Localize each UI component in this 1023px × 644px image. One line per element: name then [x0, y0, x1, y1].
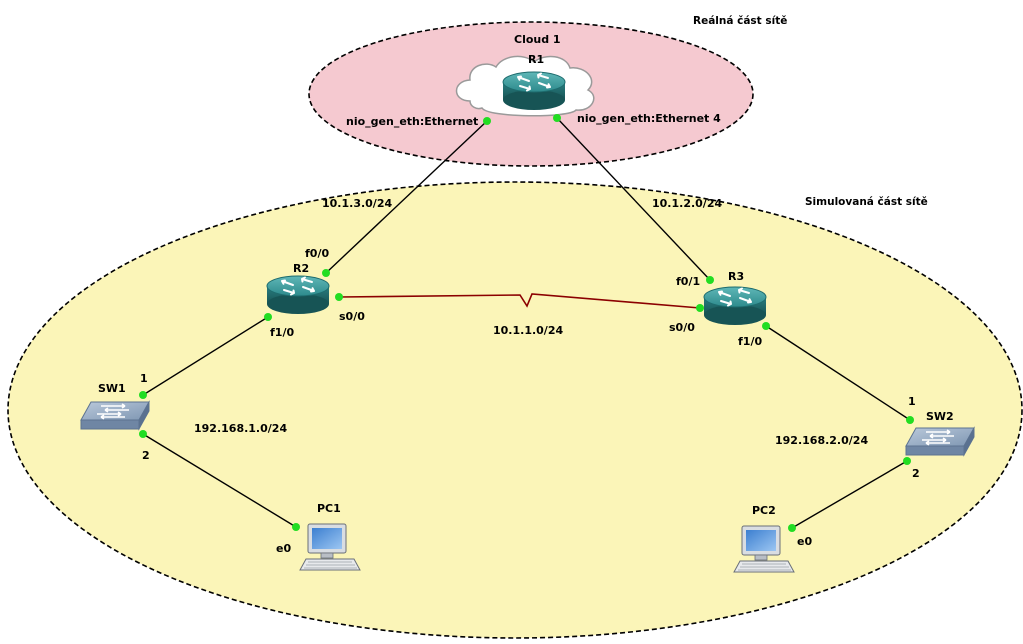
sw1-port2-label: 2 — [142, 449, 150, 462]
router-icon[interactable] — [502, 71, 566, 111]
port-dot[interactable] — [903, 457, 911, 465]
r2-s00-label: s0/0 — [339, 310, 365, 323]
link-r2-r3-serial[interactable] — [338, 293, 701, 309]
sw2-port2-label: 2 — [912, 467, 920, 480]
network-label: 10.1.3.0/24 — [322, 197, 392, 210]
sw1-label: SW1 — [98, 382, 126, 395]
pc1-label: PC1 — [317, 502, 341, 515]
network-label: 10.1.2.0/24 — [652, 197, 722, 210]
r2-f00-label: f0/0 — [305, 247, 329, 260]
router-icon[interactable] — [703, 286, 767, 326]
r3-label: R3 — [728, 270, 744, 283]
port-dot[interactable] — [788, 524, 796, 532]
simulated-zone-label: Simulovaná část sítě — [805, 196, 928, 208]
router-icon[interactable] — [266, 275, 330, 315]
sw2-label: SW2 — [926, 410, 954, 423]
port-dot[interactable] — [292, 523, 300, 531]
cloud-label: Cloud 1 — [514, 33, 561, 46]
port-dot[interactable] — [553, 114, 561, 122]
switch-icon[interactable] — [80, 401, 150, 430]
link-r1-r3[interactable] — [556, 117, 711, 281]
port-dot[interactable] — [762, 322, 770, 330]
network-label: 10.1.1.0/24 — [493, 324, 563, 337]
r2-label: R2 — [293, 262, 309, 275]
link-sw2-pc2[interactable] — [791, 460, 908, 529]
sw1-port1-label: 1 — [140, 372, 148, 385]
real-zone-label: Reálná část sítě — [693, 15, 787, 27]
port-dot[interactable] — [139, 430, 147, 438]
port-dots — [139, 114, 914, 532]
link-r3-sw2[interactable] — [765, 325, 911, 421]
sw2-port1-label: 1 — [908, 395, 916, 408]
port-dot[interactable] — [706, 276, 714, 284]
simulated-zone — [7, 181, 1023, 639]
port-dot[interactable] — [264, 313, 272, 321]
r3-s00-label: s0/0 — [669, 321, 695, 334]
port-dot[interactable] — [483, 117, 491, 125]
network-label: 192.168.2.0/24 — [775, 434, 868, 447]
r2-f10-label: f1/0 — [270, 326, 294, 339]
pc2-e0-label: e0 — [797, 535, 812, 548]
pc1-e0-label: e0 — [276, 542, 291, 555]
pc2-label: PC2 — [752, 504, 776, 517]
port-dot[interactable] — [322, 269, 330, 277]
cloud-eth-label: nio_gen_eth:Ethernet — [346, 115, 478, 128]
port-dot[interactable] — [139, 391, 147, 399]
r3-f10-label: f1/0 — [738, 335, 762, 348]
port-dot[interactable] — [906, 416, 914, 424]
port-dot[interactable] — [696, 304, 704, 312]
r1-label: R1 — [528, 53, 544, 66]
link-r2-sw1[interactable] — [142, 316, 269, 396]
network-label: 192.168.1.0/24 — [194, 422, 287, 435]
r3-f01-label: f0/1 — [676, 275, 700, 288]
switch-icon[interactable] — [905, 427, 975, 456]
cloud-eth4-label: nio_gen_eth:Ethernet 4 — [577, 112, 721, 125]
port-dot[interactable] — [335, 293, 343, 301]
link-r1-r2[interactable] — [325, 120, 488, 274]
link-sw1-pc1[interactable] — [142, 433, 297, 528]
